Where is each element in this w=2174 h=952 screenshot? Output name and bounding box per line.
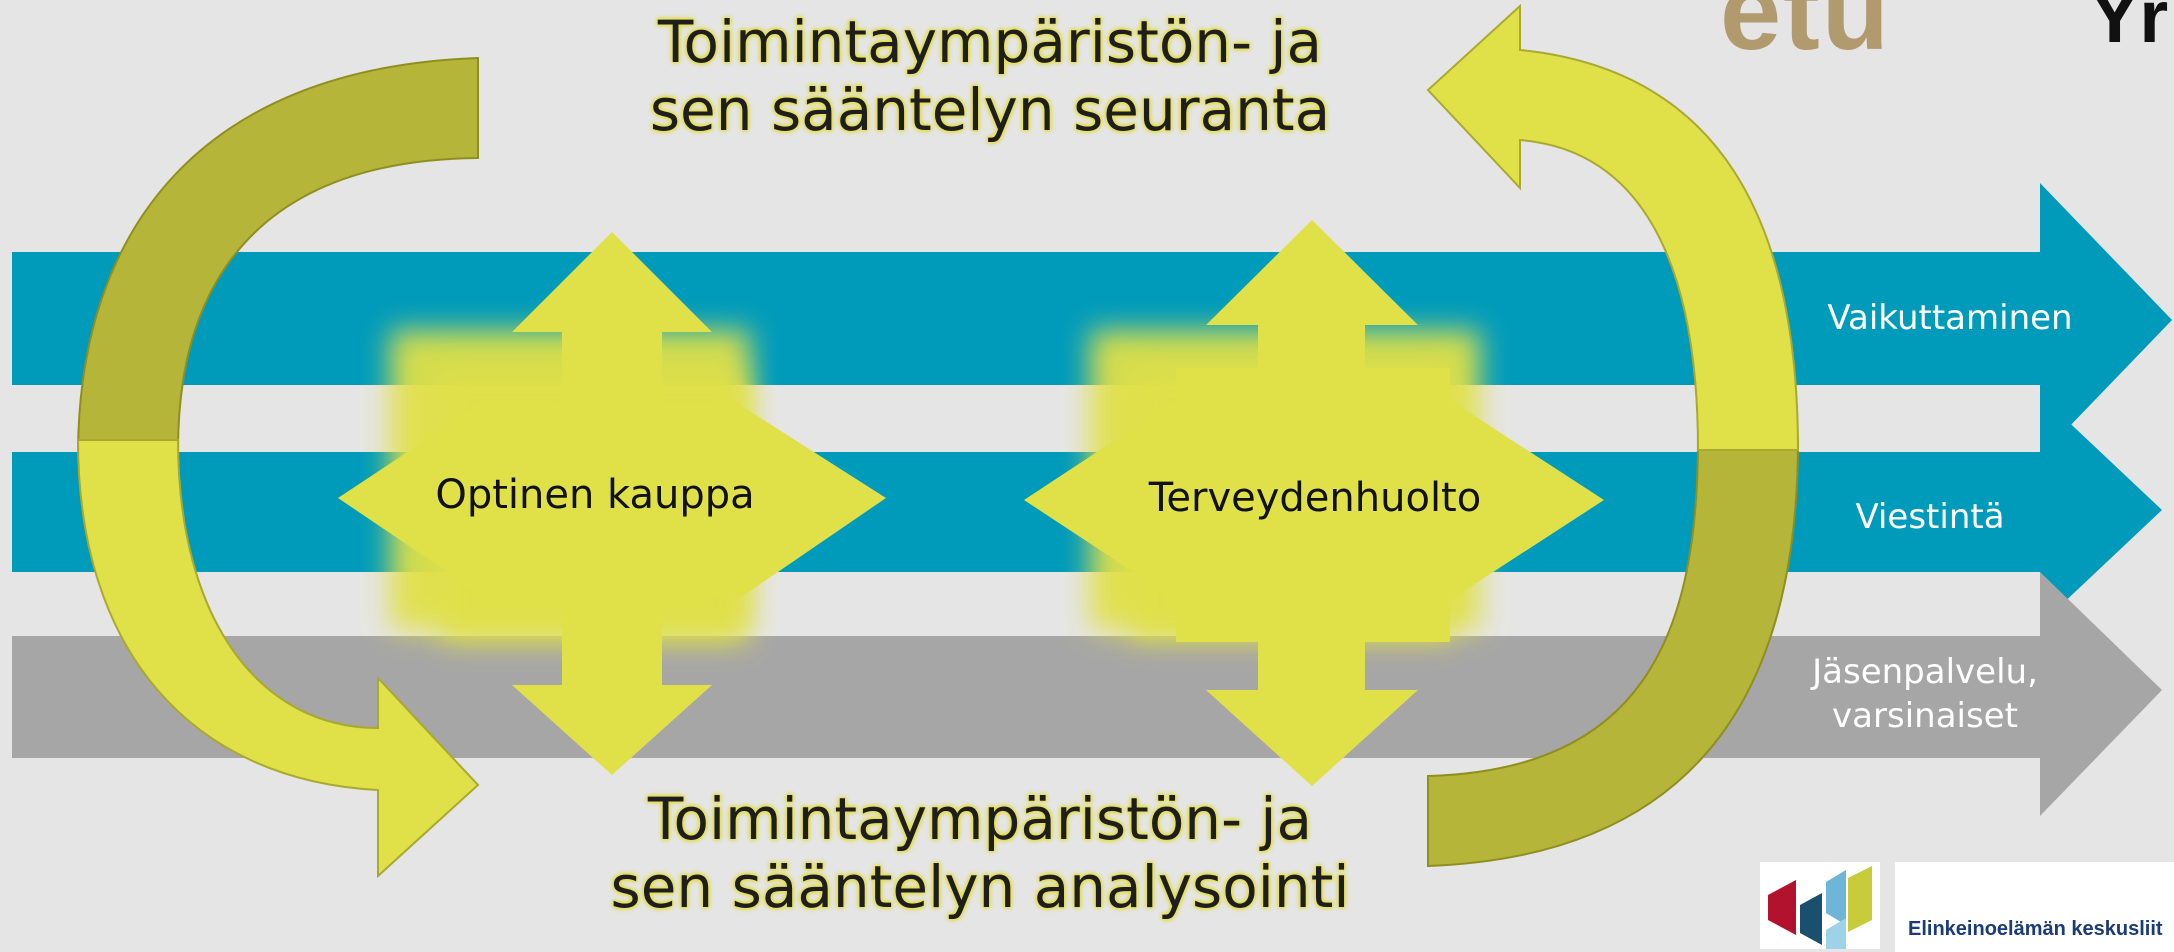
optinen-kauppa-label: Optinen kauppa [435, 472, 755, 518]
right-cycle-arrow-front [1426, 3, 1800, 451]
top-title-line-1: Toimintaympäristön- ja [657, 8, 1323, 76]
vaikuttaminen-label: Vaikuttaminen [1827, 298, 2073, 338]
jasenpalvelu-label: Jäsenpalvelu, varsinaiset [1780, 650, 2070, 738]
jasenpalvelu-label-line-1: Jäsenpalvelu, [1812, 652, 2038, 692]
etu-logo: etu [1720, 0, 1891, 73]
yrittajat-logo: Yr [2090, 0, 2169, 58]
bottom-title: Toimintaympäristön- ja sen sääntelyn ana… [500, 785, 1460, 921]
optinen-kauppa-node [338, 232, 886, 775]
top-title: Toimintaympäristön- ja sen sääntelyn seu… [520, 8, 1460, 144]
ek-logo-mark [1760, 862, 1880, 949]
ek-logo-text: Elinkeinoelämän keskusliit [1908, 918, 2163, 940]
bottom-title-line-2: sen sääntelyn analysointi [610, 853, 1350, 921]
ek-logo-background [1895, 862, 2174, 952]
terveydenhuolto-label: Terveydenhuolto [1148, 475, 1482, 521]
bottom-title-line-1: Toimintaympäristön- ja [647, 785, 1313, 853]
vaikuttaminen-band-arrow [12, 183, 2172, 457]
top-title-line-2: sen sääntelyn seuranta [649, 76, 1331, 144]
terveydenhuolto-node [1024, 220, 1604, 786]
viestinta-label: Viestintä [1855, 497, 2005, 537]
left-cycle-arrow-front [76, 439, 480, 879]
jasenpalvelu-label-line-2: varsinaiset [1832, 696, 2018, 736]
